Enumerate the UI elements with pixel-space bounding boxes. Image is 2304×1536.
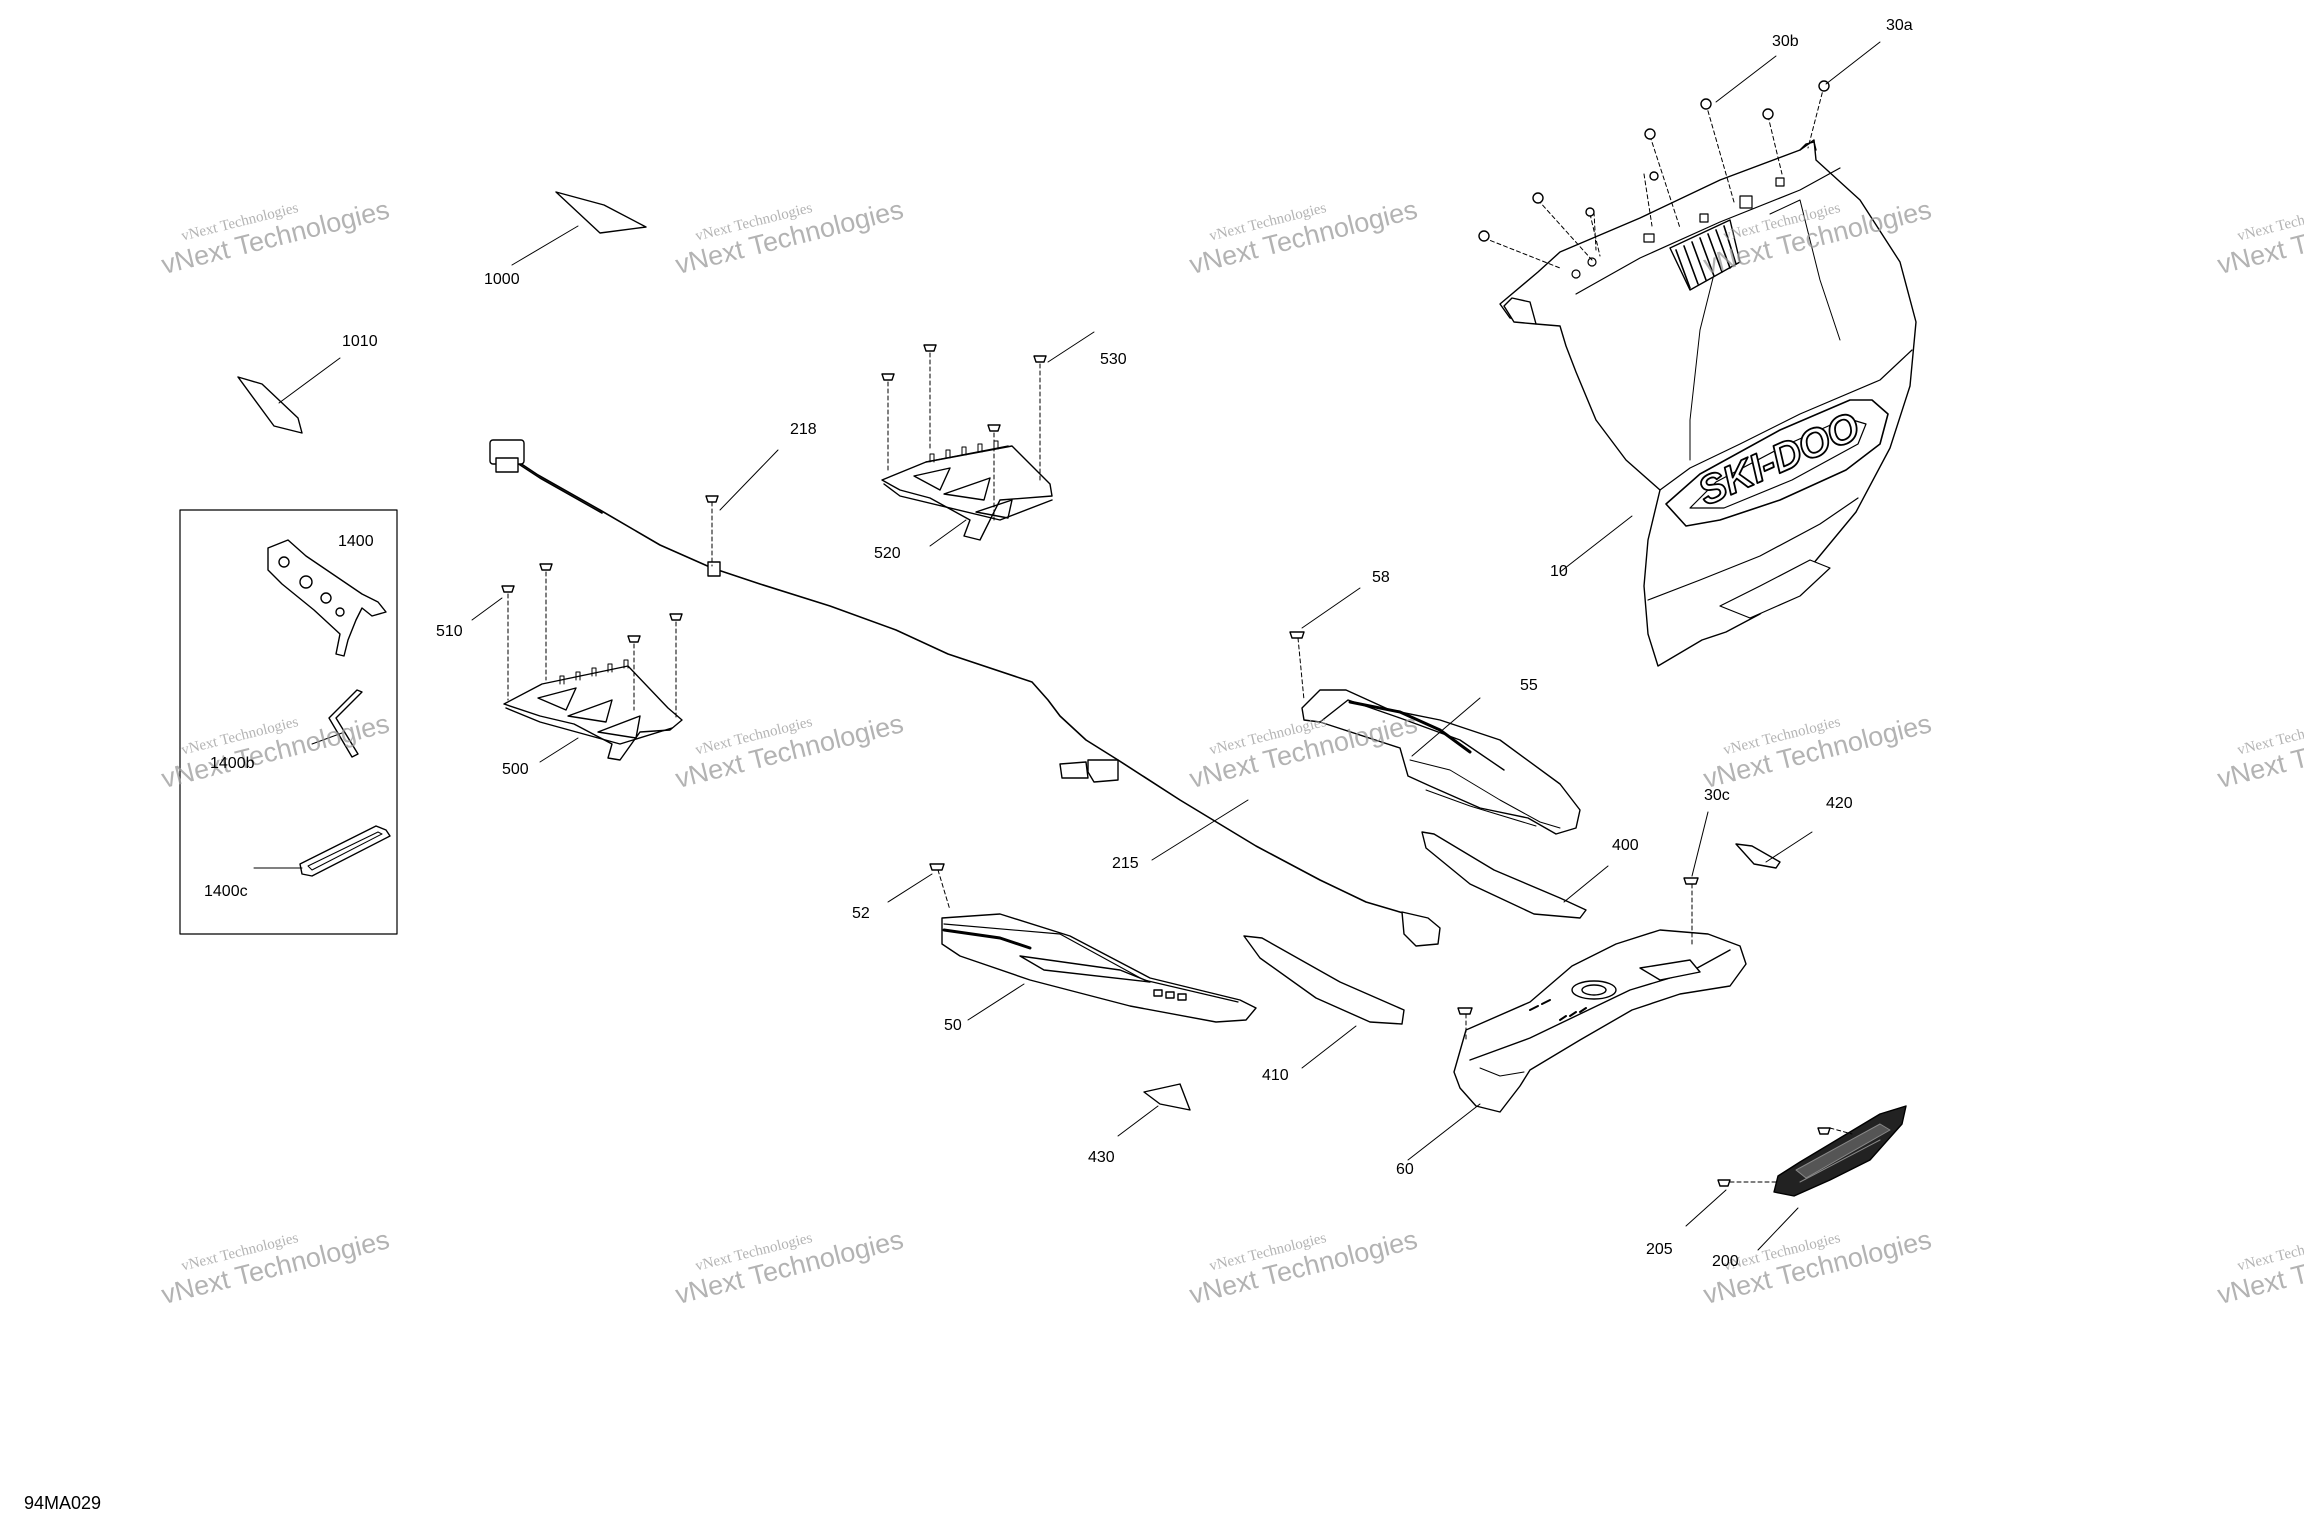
callout-530: 530 [1100, 351, 1127, 368]
callout-30b: 30b [1772, 33, 1799, 50]
callout-400: 400 [1612, 837, 1639, 854]
part-1400b-hex-key [311, 689, 363, 758]
callout-1400: 1400 [338, 533, 374, 550]
callout-52: 52 [852, 905, 870, 922]
callout-410: 410 [1262, 1067, 1289, 1084]
part-218-clip [705, 495, 719, 567]
callout-50: 50 [944, 1017, 962, 1034]
callout-520: 520 [874, 545, 901, 562]
part-1000-decal [511, 191, 647, 266]
callout-205: 205 [1646, 1241, 1673, 1258]
part-60-side-panel [1407, 811, 1747, 1161]
diagram-code: 94MA029 [24, 1493, 102, 1513]
callout-500: 500 [502, 761, 529, 778]
callout-55: 55 [1520, 677, 1538, 694]
part-400-decal [1421, 831, 1609, 919]
callout-30a: 30a [1886, 17, 1913, 34]
callout-1010: 1010 [342, 333, 378, 350]
part-10-front-panel: SKI-DOO [1478, 41, 1917, 667]
callout-430: 430 [1088, 1149, 1115, 1166]
callout-1400c: 1400c [204, 883, 248, 900]
callout-215: 215 [1112, 855, 1139, 872]
callout-218: 218 [790, 421, 817, 438]
part-1400-wrench [267, 539, 387, 657]
callout-10: 10 [1550, 563, 1568, 580]
callout-58: 58 [1372, 569, 1390, 586]
part-520-plate [881, 331, 1095, 547]
callout-1000: 1000 [484, 271, 520, 288]
tool-kit-box [179, 509, 398, 935]
part-55-side-panel [1289, 587, 1581, 835]
callout-510: 510 [436, 623, 463, 640]
callout-1400b: 1400b [210, 755, 255, 772]
part-1010-decal [237, 357, 341, 434]
part-50-side-panel [887, 863, 1257, 1023]
part-200-grille [1685, 1105, 1907, 1251]
part-410-decal [1243, 935, 1405, 1069]
part-430-decal [1117, 1083, 1191, 1137]
callout-60: 60 [1396, 1161, 1414, 1178]
part-500-plate [471, 563, 683, 763]
callout-200: 200 [1712, 1253, 1739, 1270]
part-1400c-strap [253, 825, 391, 877]
callout-30c: 30c [1704, 787, 1730, 804]
part-420-decal [1735, 831, 1813, 869]
part-215-cable [489, 439, 1441, 947]
callout-420: 420 [1826, 795, 1853, 812]
